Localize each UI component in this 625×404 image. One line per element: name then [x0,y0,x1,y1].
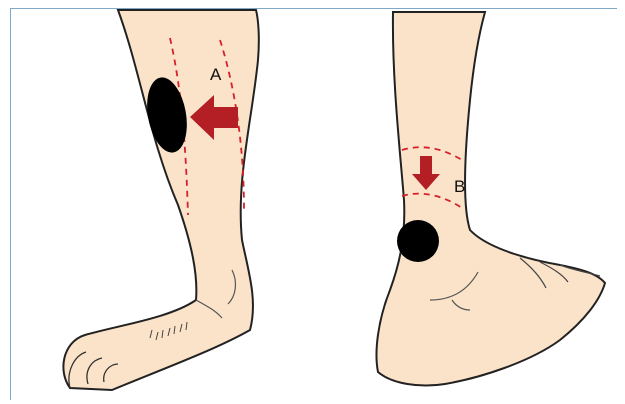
right-leg-skin [377,12,606,386]
right-leg-marker [397,220,439,262]
label-a: A [210,65,222,84]
label-b: B [454,177,465,196]
left-leg-skin [63,10,258,390]
left-leg: A [63,10,258,390]
right-leg: B [377,12,606,386]
